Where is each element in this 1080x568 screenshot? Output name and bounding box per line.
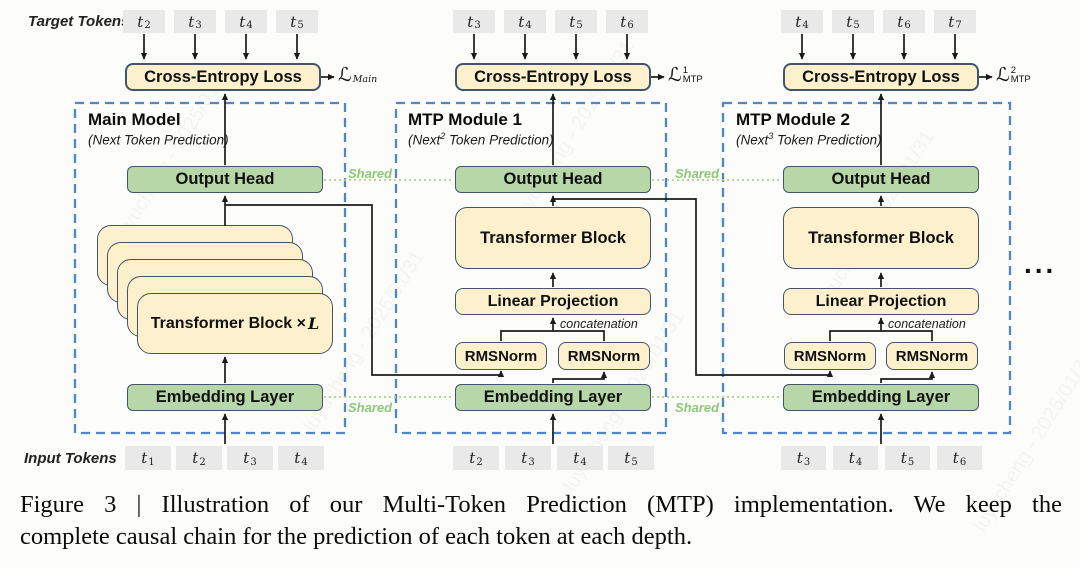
linear-projection-box: Linear Projection <box>783 288 979 315</box>
embedding-layer-box: Embedding Layer <box>455 384 651 411</box>
linear-projection-box: Linear Projection <box>455 288 651 315</box>
embedding-layer-box: Embedding Layer <box>783 384 979 411</box>
rmsnorm-box: RMSNorm <box>455 342 547 370</box>
loss-label-main: ℒ Main <box>338 64 378 86</box>
module-title-main: Main Model <box>88 110 181 129</box>
figure-caption: Figure 3 | Illustration of our Multi-Tok… <box>20 489 1062 553</box>
cross-entropy-loss-box: Cross-Entropy Loss <box>455 63 651 91</box>
module-subtitle-mtp1: (Next2 Token Prediction) <box>408 131 554 148</box>
rmsnorm-box: RMSNorm <box>886 342 978 370</box>
module-title-mtp1: MTP Module 1 <box>408 110 522 129</box>
shared-label: Shared <box>675 400 720 415</box>
embedding-layer-box: Embedding Layer <box>127 384 323 411</box>
module-subtitle-main: (Next Token Prediction) <box>88 132 229 148</box>
module-title-mtp2: MTP Module 2 <box>736 110 850 129</box>
cross-entropy-loss-box: Cross-Entropy Loss <box>125 63 321 91</box>
concatenation-label: concatenation <box>888 317 966 331</box>
rmsnorm-box: RMSNorm <box>558 342 650 370</box>
input-tokens-label: Input Tokens <box>24 450 117 467</box>
figure-caption-line2: complete causal chain for the prediction… <box>20 523 693 550</box>
continuation-ellipsis: ... <box>1024 248 1057 279</box>
transformer-block-box: Transformer Block <box>455 207 651 269</box>
shared-label: Shared <box>348 166 393 181</box>
transformer-block-box: Transformer Block <box>783 207 979 269</box>
output-head-box: Output Head <box>783 166 979 193</box>
transformer-block-xl-box: Transformer Block × L <box>137 293 333 354</box>
figure-caption-line1: Figure 3 | Illustration of our Multi-Tok… <box>20 491 1062 518</box>
cross-entropy-loss-box: Cross-Entropy Loss <box>783 63 979 91</box>
output-head-box: Output Head <box>455 166 651 193</box>
shared-label: Shared <box>675 166 720 181</box>
concatenation-label: concatenation <box>560 317 638 331</box>
rmsnorm-box: RMSNorm <box>784 342 876 370</box>
module-subtitle-mtp2: (Next3 Token Prediction) <box>736 131 882 148</box>
target-tokens-label: Target Tokens <box>28 13 130 30</box>
shared-label: Shared <box>348 400 393 415</box>
output-head-box: Output Head <box>127 166 323 193</box>
